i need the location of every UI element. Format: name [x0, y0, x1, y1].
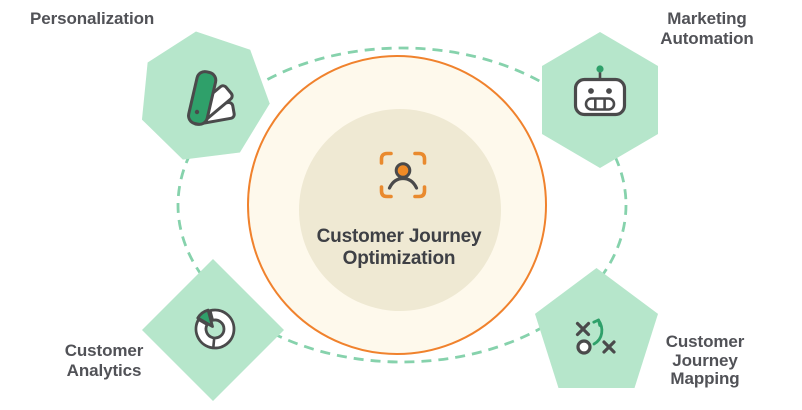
center-title: Customer Journey Optimization	[316, 226, 482, 269]
label-customer-analytics: Customer Analytics	[64, 341, 144, 380]
center-circle: Customer Journey Optimization	[247, 55, 547, 355]
label-personalization: Personalization	[30, 9, 155, 28]
robot-icon	[573, 65, 627, 117]
label-customer-journey-mapping: Customer Journey Mapping	[665, 332, 745, 388]
donut-chart-icon	[194, 308, 236, 350]
color-swatches-icon	[187, 70, 236, 126]
user-focus-icon	[379, 151, 427, 199]
center-inner-circle	[299, 109, 501, 311]
label-marketing-automation: Marketing Automation	[660, 9, 754, 48]
strategy-play-icon	[575, 318, 616, 355]
